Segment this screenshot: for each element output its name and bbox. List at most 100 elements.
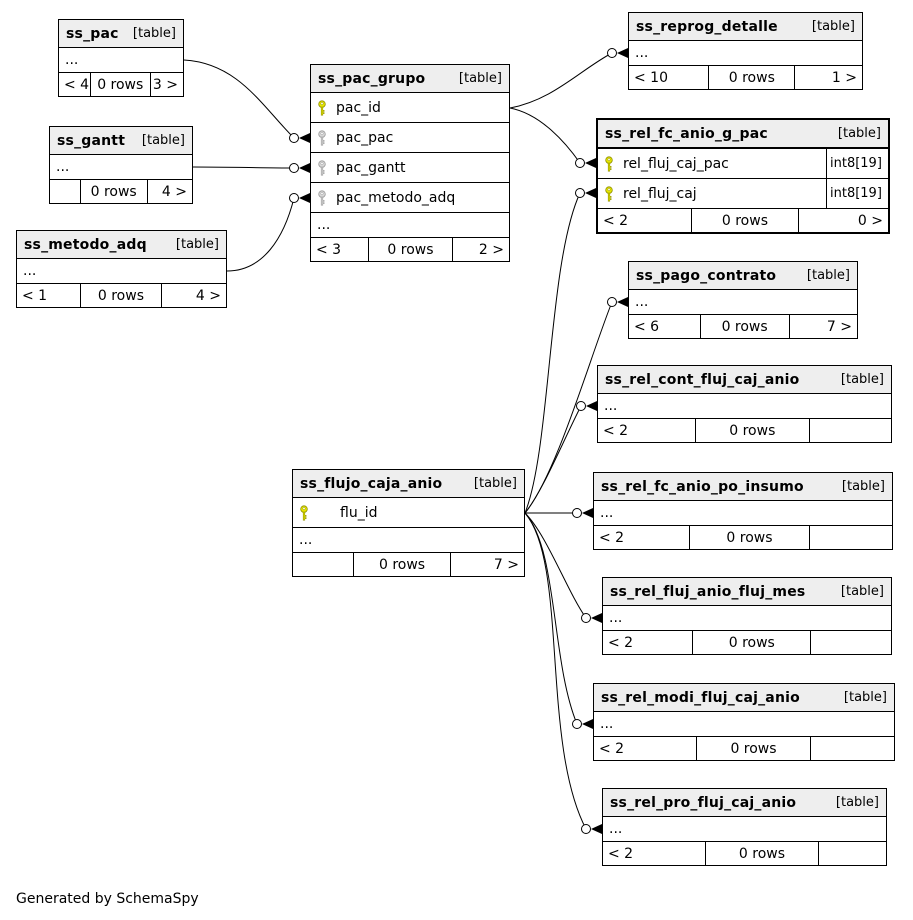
footer-children-count: 7 > [450, 553, 524, 576]
column-name: rel_fluj_caj [623, 185, 697, 202]
foreign-key-icon [318, 159, 326, 175]
footer-children-count: 7 > [788, 315, 857, 338]
relationship-edge [524, 512, 578, 725]
table-type-tag: [table] [840, 584, 884, 599]
footer-parents-count [50, 180, 80, 203]
footer-parents-count: < 4 [64, 76, 90, 93]
crow-arrow-icon [585, 188, 596, 198]
table-type-tag: [table] [473, 476, 517, 491]
cardinality-circle-icon [289, 163, 299, 173]
columns-ellipsis: ... [603, 817, 886, 842]
footer-row-count: 0 rows [694, 419, 809, 442]
crow-arrow-icon [617, 297, 628, 307]
crow-arrow-icon [299, 133, 310, 143]
footer-parents-count: < 1 [22, 287, 48, 304]
table-node-ss_rel_fluj_anio_fluj_mes[interactable]: ss_rel_fluj_anio_fluj_mes [table]... < 2 0 … [602, 577, 892, 655]
columns-ellipsis: ... [293, 528, 524, 553]
crow-arrow-icon [582, 508, 593, 518]
table-name: ss_reprog_detalle [636, 18, 778, 35]
columns-ellipsis: ... [603, 606, 891, 631]
footer-row-count: 0 rows [90, 73, 150, 96]
column-name-cell: flu_id [293, 498, 524, 527]
footer-parents-count: < 2 [603, 212, 629, 229]
footer-row-count: 0 rows [79, 284, 162, 307]
column-name-cell: pac_pac [311, 123, 509, 152]
cardinality-circle-icon [581, 824, 591, 834]
columns-ellipsis: ... [594, 501, 892, 526]
primary-key-icon [318, 99, 326, 115]
table-header: ss_pac[table] [59, 20, 183, 48]
footer-row-count: 0 rows [692, 631, 810, 654]
crow-arrow-icon [582, 719, 593, 729]
cardinality-circle-icon [581, 613, 591, 623]
crow-arrow-icon [299, 193, 310, 203]
table-header: ss_rel_fc_anio_po_insumo[table] [594, 473, 892, 501]
crow-arrow-icon [591, 613, 602, 623]
table-header: ss_rel_fc_anio_g_pac[table] [598, 120, 888, 149]
crow-arrow-icon [299, 163, 310, 173]
table-type-tag: [table] [841, 479, 885, 494]
cardinality-circle-icon [289, 133, 299, 143]
footer-children-count: 2 > [451, 238, 509, 261]
table-stats-footer: < 2 0 rows [594, 737, 894, 760]
cardinality-circle-icon [289, 193, 299, 203]
columns-ellipsis: ... [629, 41, 862, 66]
footer-children-count: 3 > [149, 73, 183, 96]
footer-row-count: 0 rows [353, 553, 450, 576]
footer-children-count [808, 419, 891, 442]
footer-row-count: 0 rows [704, 842, 818, 865]
column-name: pac_pac [336, 129, 394, 146]
relationship-edge [226, 197, 295, 272]
footer-children-count [808, 526, 892, 549]
primary-key-icon [605, 155, 613, 171]
table-header: ss_metodo_adq[table] [17, 231, 226, 259]
footer-children-count: 0 > [798, 209, 888, 232]
cardinality-circle-icon [607, 48, 617, 58]
crow-arrow-icon [585, 158, 596, 168]
table-type-tag: [table] [837, 126, 881, 141]
table-header: ss_pago_contrato[table] [629, 262, 857, 290]
cardinality-circle-icon [572, 719, 582, 729]
table-name: ss_rel_pro_fluj_caj_anio [610, 794, 797, 811]
footer-parents-count: < 3 [316, 241, 342, 258]
footer-row-count: 0 rows [696, 737, 810, 760]
columns-ellipsis: ... [17, 259, 226, 284]
table-name: ss_rel_fluj_anio_fluj_mes [610, 583, 806, 600]
table-header: ss_gantt[table] [50, 127, 192, 155]
column-name: pac_metodo_adq [336, 189, 456, 206]
relationship-edge [183, 59, 295, 139]
table-node-ss_flujo_caja_anio[interactable]: ss_flujo_caja_anio[table]flu_id...0 rows… [292, 469, 525, 577]
footer-parents-count: < 2 [599, 740, 625, 757]
table-type-tag: [table] [835, 795, 879, 810]
column-name: flu_id [340, 504, 378, 521]
footer-parents-count: < 2 [608, 634, 634, 651]
column-row-pac_id: pac_id [311, 93, 509, 123]
relationship-edge [524, 192, 581, 514]
table-type-tag: [table] [806, 268, 850, 283]
primary-key-icon [605, 185, 613, 201]
footer-row-count: 0 rows [79, 180, 147, 203]
primary-key-icon [300, 504, 308, 520]
footer-children-count [810, 631, 891, 654]
table-node-ss_rel_fc_anio_g_pac[interactable]: ss_rel_fc_anio_g_pac[table]rel_fluj_caj_… [596, 118, 890, 234]
footer-parents-count: < 6 [634, 318, 660, 335]
